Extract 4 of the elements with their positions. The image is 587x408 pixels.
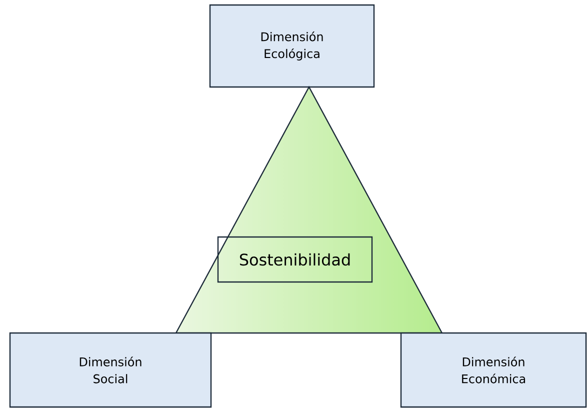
label-box: Sostenibilidad <box>217 236 373 283</box>
dimension-box: Dimensión Ecológica <box>209 4 375 88</box>
dimension-box: Dimensión Económica <box>400 332 587 408</box>
dimension-box: Dimensión Social <box>9 332 212 408</box>
